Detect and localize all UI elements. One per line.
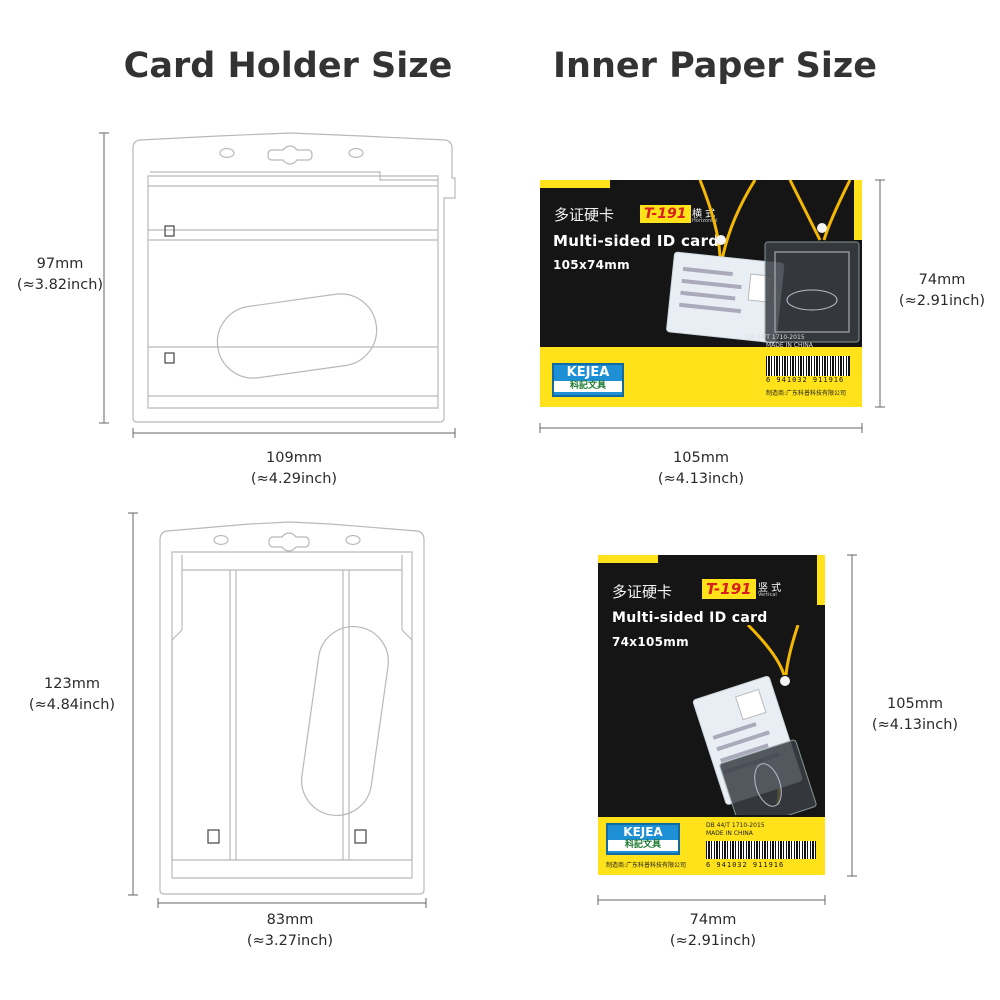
holder-h-width-label: 109mm(≈4.29inch) bbox=[250, 450, 338, 487]
holder-h-thumb-slot bbox=[216, 293, 378, 379]
hanger-hole bbox=[348, 147, 364, 159]
paper-h-width-label: 105mm(≈4.13inch) bbox=[657, 450, 745, 487]
card-holder-size-heading: Card Holder Size bbox=[123, 46, 453, 86]
hanger-hole bbox=[345, 534, 361, 546]
paper-v-maker: 制造商:广东科普科技有限公司 bbox=[606, 862, 687, 869]
paper-h-product-illustration bbox=[666, 180, 860, 344]
hanger-slot bbox=[268, 532, 310, 552]
holder-h-outline bbox=[132, 132, 456, 423]
holder-h-inner bbox=[147, 175, 439, 409]
paper-v-height-label: 105mm(≈4.13inch) bbox=[871, 696, 959, 733]
paper-v-title: Multi-sided ID card bbox=[612, 610, 768, 626]
inner-paper-size-heading: Inner Paper Size bbox=[553, 46, 877, 86]
holder-v-height-label: 123mm(≈4.84inch) bbox=[28, 676, 116, 713]
paper-h-orientation-en: Horizontal bbox=[692, 218, 718, 224]
paper-v-model: T-191 bbox=[702, 579, 756, 599]
holder-h-height-label: 97mm(≈3.82inch) bbox=[16, 256, 104, 293]
paper-v-standard: DB 44/T 1710-2015 bbox=[706, 822, 765, 829]
hanger-hole bbox=[213, 534, 229, 546]
paper-h-title: Multi-sided ID card bbox=[553, 232, 720, 250]
paper-v-made-in: MADE IN CHINA bbox=[706, 830, 753, 837]
vertical-card-holder bbox=[159, 521, 425, 895]
inner-paper-horizontal: 多证硬卡 T-191 横 式 Horizontal Multi-sided ID… bbox=[540, 180, 862, 407]
paper-h-model: T-191 bbox=[640, 205, 691, 223]
paper-v-cn-title: 多证硬卡 bbox=[612, 583, 673, 601]
yellow-corner bbox=[817, 555, 825, 605]
yellow-corner bbox=[598, 555, 658, 563]
paper-h-barcode bbox=[766, 356, 850, 376]
paper-v-barcode bbox=[706, 841, 816, 859]
paper-v-product-illustration bbox=[692, 625, 817, 815]
paper-v-orientation-en: Vertical bbox=[758, 592, 777, 598]
paper-h-maker: 制造商:广东科普科技有限公司 bbox=[766, 390, 847, 397]
yellow-corner bbox=[540, 180, 610, 188]
paper-h-height-label: 74mm(≈2.91inch) bbox=[898, 272, 986, 309]
horizontal-card-holder bbox=[132, 132, 456, 423]
yellow-corner bbox=[854, 180, 862, 240]
paper-v-width-label: 74mm(≈2.91inch) bbox=[669, 912, 757, 949]
inner-paper-vertical: 多证硬卡 T-191 竖 式 Vertical Multi-sided ID c… bbox=[598, 555, 825, 875]
paper-h-orientation-cn: 横 式 bbox=[692, 209, 716, 220]
paper-h-barcode-number: 6 941032 911916 bbox=[766, 376, 845, 384]
dimension-lines bbox=[99, 132, 885, 908]
paper-v-barcode-number: 6 941032 911916 bbox=[706, 861, 785, 869]
holder-v-width-label: 83mm(≈3.27inch) bbox=[246, 912, 334, 949]
paper-h-standard: DB 44/T 1710-2015 bbox=[746, 334, 805, 341]
paper-h-cn-title: 多证硬卡 bbox=[554, 206, 615, 224]
paper-h-made-in: MADE IN CHINA bbox=[766, 342, 813, 349]
holder-v-thumb-slot bbox=[301, 625, 389, 817]
paper-v-orientation-cn: 竖 式 bbox=[758, 583, 782, 594]
hanger-slot bbox=[267, 145, 313, 165]
paper-v-size: 74x105mm bbox=[612, 635, 689, 649]
hanger-hole bbox=[219, 147, 235, 159]
holder-v-outline bbox=[159, 521, 425, 895]
paper-h-size: 105x74mm bbox=[553, 258, 630, 272]
